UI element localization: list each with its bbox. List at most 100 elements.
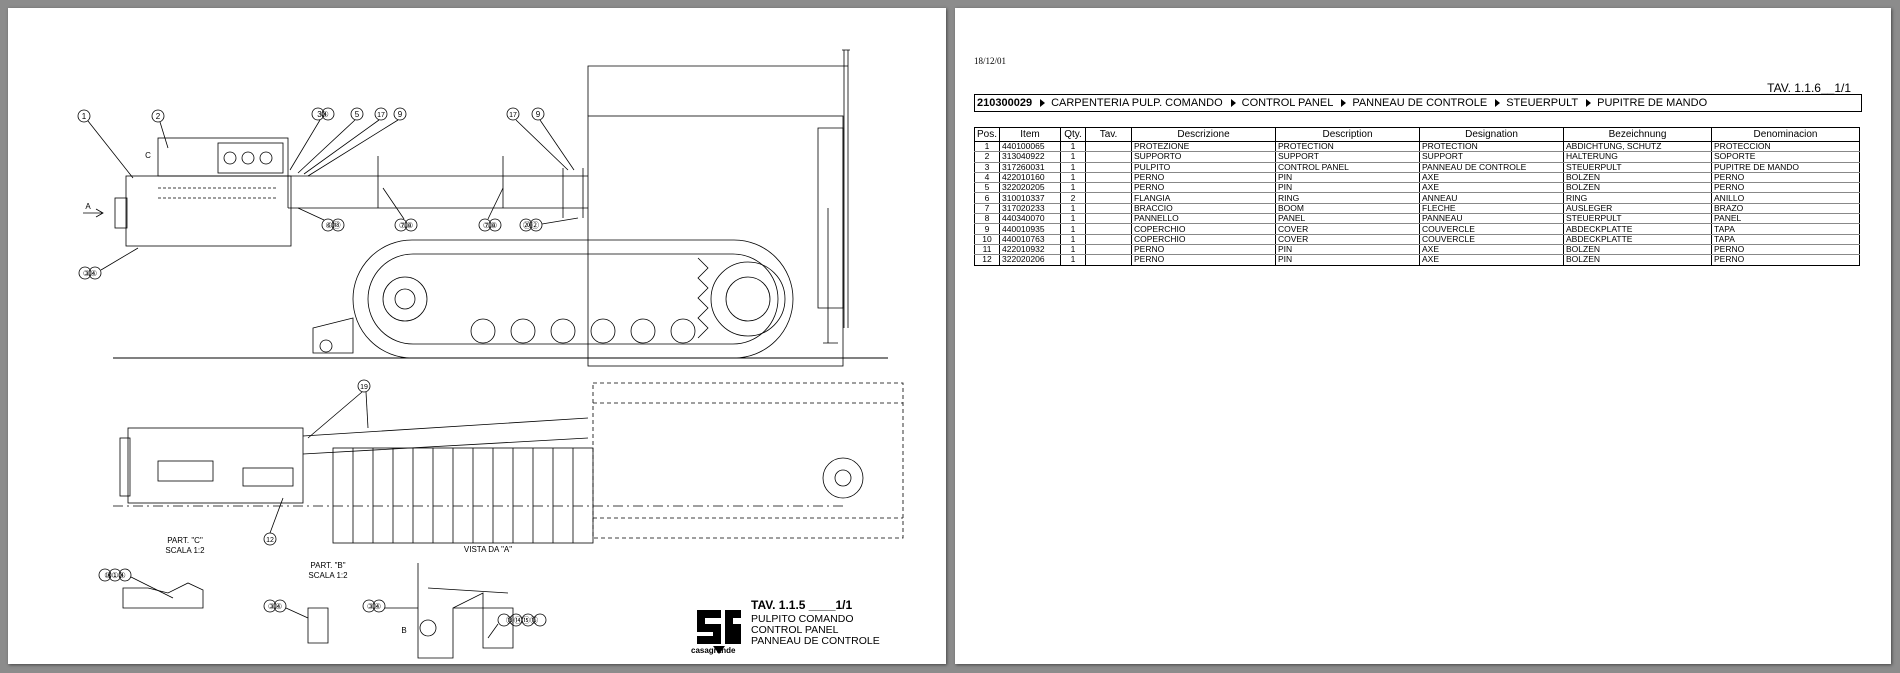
- assembly-code: 210300029: [977, 97, 1033, 109]
- column-header: Designation: [1419, 127, 1565, 142]
- table-cell: 10: [973, 234, 1001, 245]
- callout-6-18: ⑥⑱: [325, 221, 340, 230]
- title-line-3: PANNEAU DE CONTROLE: [751, 635, 880, 647]
- table-cell: PIN: [1275, 182, 1421, 194]
- table-cell: SOPORTE: [1711, 151, 1861, 163]
- callout-5: 5: [355, 110, 360, 119]
- title-line-1: PULPITO COMANDO: [751, 613, 854, 625]
- part-b-label: PART. "B": [310, 561, 345, 570]
- table-cell: 1: [1060, 162, 1087, 173]
- column-header: Pos.: [973, 127, 1001, 142]
- table-cell: 1: [973, 141, 1001, 153]
- table-cell: [1085, 244, 1133, 256]
- table-cell: BRAZO: [1711, 203, 1861, 215]
- arrow-right-icon: [1495, 99, 1501, 107]
- column-header: Tav.: [1085, 127, 1133, 142]
- arrow-right-icon: [1341, 99, 1347, 107]
- document-date: 18/12/01: [974, 56, 1007, 66]
- column-header: Qty.: [1060, 127, 1087, 142]
- table-cell: 1: [1060, 172, 1087, 184]
- callout-2: 2: [156, 112, 161, 121]
- table-cell: CONTROL PANEL: [1275, 162, 1421, 173]
- table-cell: COPERCHIO: [1131, 223, 1277, 235]
- table-cell: 313040922: [999, 151, 1062, 163]
- table-cell: [1085, 213, 1133, 225]
- drawing-page: 1 2 3④ 5 17 9 17 9 A C ③④ ⑥⑱ ⑦⑧ ⑦⑧ ⑳② 19…: [8, 8, 946, 664]
- brand-name: casagrande: [691, 646, 736, 655]
- table-cell: 1: [1060, 234, 1087, 245]
- arrow-right-icon: [1230, 99, 1236, 107]
- table-cell: PANNEAU: [1419, 213, 1565, 225]
- table-cell: PROTECCION: [1711, 141, 1861, 153]
- table-cell: [1085, 141, 1133, 153]
- detail-b-marker: B: [401, 626, 406, 635]
- table-cell: PULPITO: [1131, 162, 1277, 173]
- table-cell: HALTERUNG: [1563, 151, 1713, 163]
- column-header: Descrizione: [1131, 127, 1277, 142]
- table-cell: [1085, 192, 1133, 204]
- table-cell: PERNO: [1131, 172, 1277, 184]
- table-cell: 1: [1060, 203, 1087, 215]
- table-cell: 322020206: [999, 254, 1062, 266]
- table-cell: [1085, 182, 1133, 194]
- table-cell: PERNO: [1711, 254, 1861, 266]
- table-cell: [1085, 151, 1133, 163]
- table-cell: 1: [1060, 213, 1087, 225]
- callout-17: 17: [377, 112, 385, 119]
- column-header: Bezeichnung: [1563, 127, 1713, 142]
- table-cell: 4: [973, 172, 1001, 184]
- column-header: Description: [1275, 127, 1421, 142]
- table-cell: 2: [1060, 192, 1087, 204]
- table-cell: PERNO: [1711, 244, 1861, 256]
- table-cell: BOLZEN: [1563, 182, 1713, 194]
- callout-10-1-4: ⑩①④: [104, 571, 126, 580]
- table-cell: 317020233: [999, 203, 1062, 215]
- table-cell: 3: [973, 162, 1001, 173]
- table-cell: ANNEAU: [1419, 192, 1565, 204]
- drawing-code: TAV. 1.1.5 ____1/1: [751, 598, 853, 612]
- table-cell: 1: [1060, 141, 1087, 153]
- table-cell: FLANGIA: [1131, 192, 1277, 204]
- breadcrumb: 210300029 CARPENTERIA PULP. COMANDO CONT…: [974, 94, 1862, 112]
- table-code: TAV. 1.1.6__1/1: [1767, 81, 1851, 95]
- table-cell: PERNO: [1711, 182, 1861, 194]
- table-cell: ABDECKPLATTE: [1563, 234, 1713, 245]
- table-cell: AXE: [1419, 254, 1565, 266]
- table-cell: AXE: [1419, 182, 1565, 194]
- table-cell: 1: [1060, 244, 1087, 256]
- parts-list-page: 18/12/01 TAV. 1.1.6__1/1 210300029 CARPE…: [955, 8, 1891, 664]
- table-cell: [1085, 234, 1133, 245]
- table-cell: 8: [973, 213, 1001, 225]
- table-cell: COUVERCLE: [1419, 234, 1565, 245]
- table-cell: PUPITRE DE MANDO: [1711, 162, 1861, 173]
- table-cell: STEUERPULT: [1563, 213, 1713, 225]
- table-cell: BOOM: [1275, 203, 1421, 215]
- scale-c-label: SCALA 1:2: [165, 546, 205, 555]
- table-cell: BOLZEN: [1563, 244, 1713, 256]
- table-cell: STEUERPULT: [1563, 162, 1713, 173]
- table-cell: 422010160: [999, 172, 1062, 184]
- table-cell: PANEL: [1711, 213, 1861, 225]
- table-cell: [1085, 162, 1133, 173]
- title-line-2: CONTROL PANEL: [751, 624, 839, 636]
- breadcrumb-item: STEUERPULT: [1506, 97, 1579, 109]
- table-cell: COUVERCLE: [1419, 223, 1565, 235]
- view-a-label: VISTA DA "A": [464, 545, 512, 554]
- callout-12: 12: [266, 537, 274, 544]
- table-cell: PIN: [1275, 172, 1421, 184]
- table-cell: 1: [1060, 254, 1087, 266]
- scale-b-label: SCALA 1:2: [308, 571, 348, 580]
- table-cell: 440010935: [999, 223, 1062, 235]
- table-cell: AXE: [1419, 172, 1565, 184]
- table-cell: 310010337: [999, 192, 1062, 204]
- breadcrumb-item: PANNEAU DE CONTROLE: [1352, 97, 1488, 109]
